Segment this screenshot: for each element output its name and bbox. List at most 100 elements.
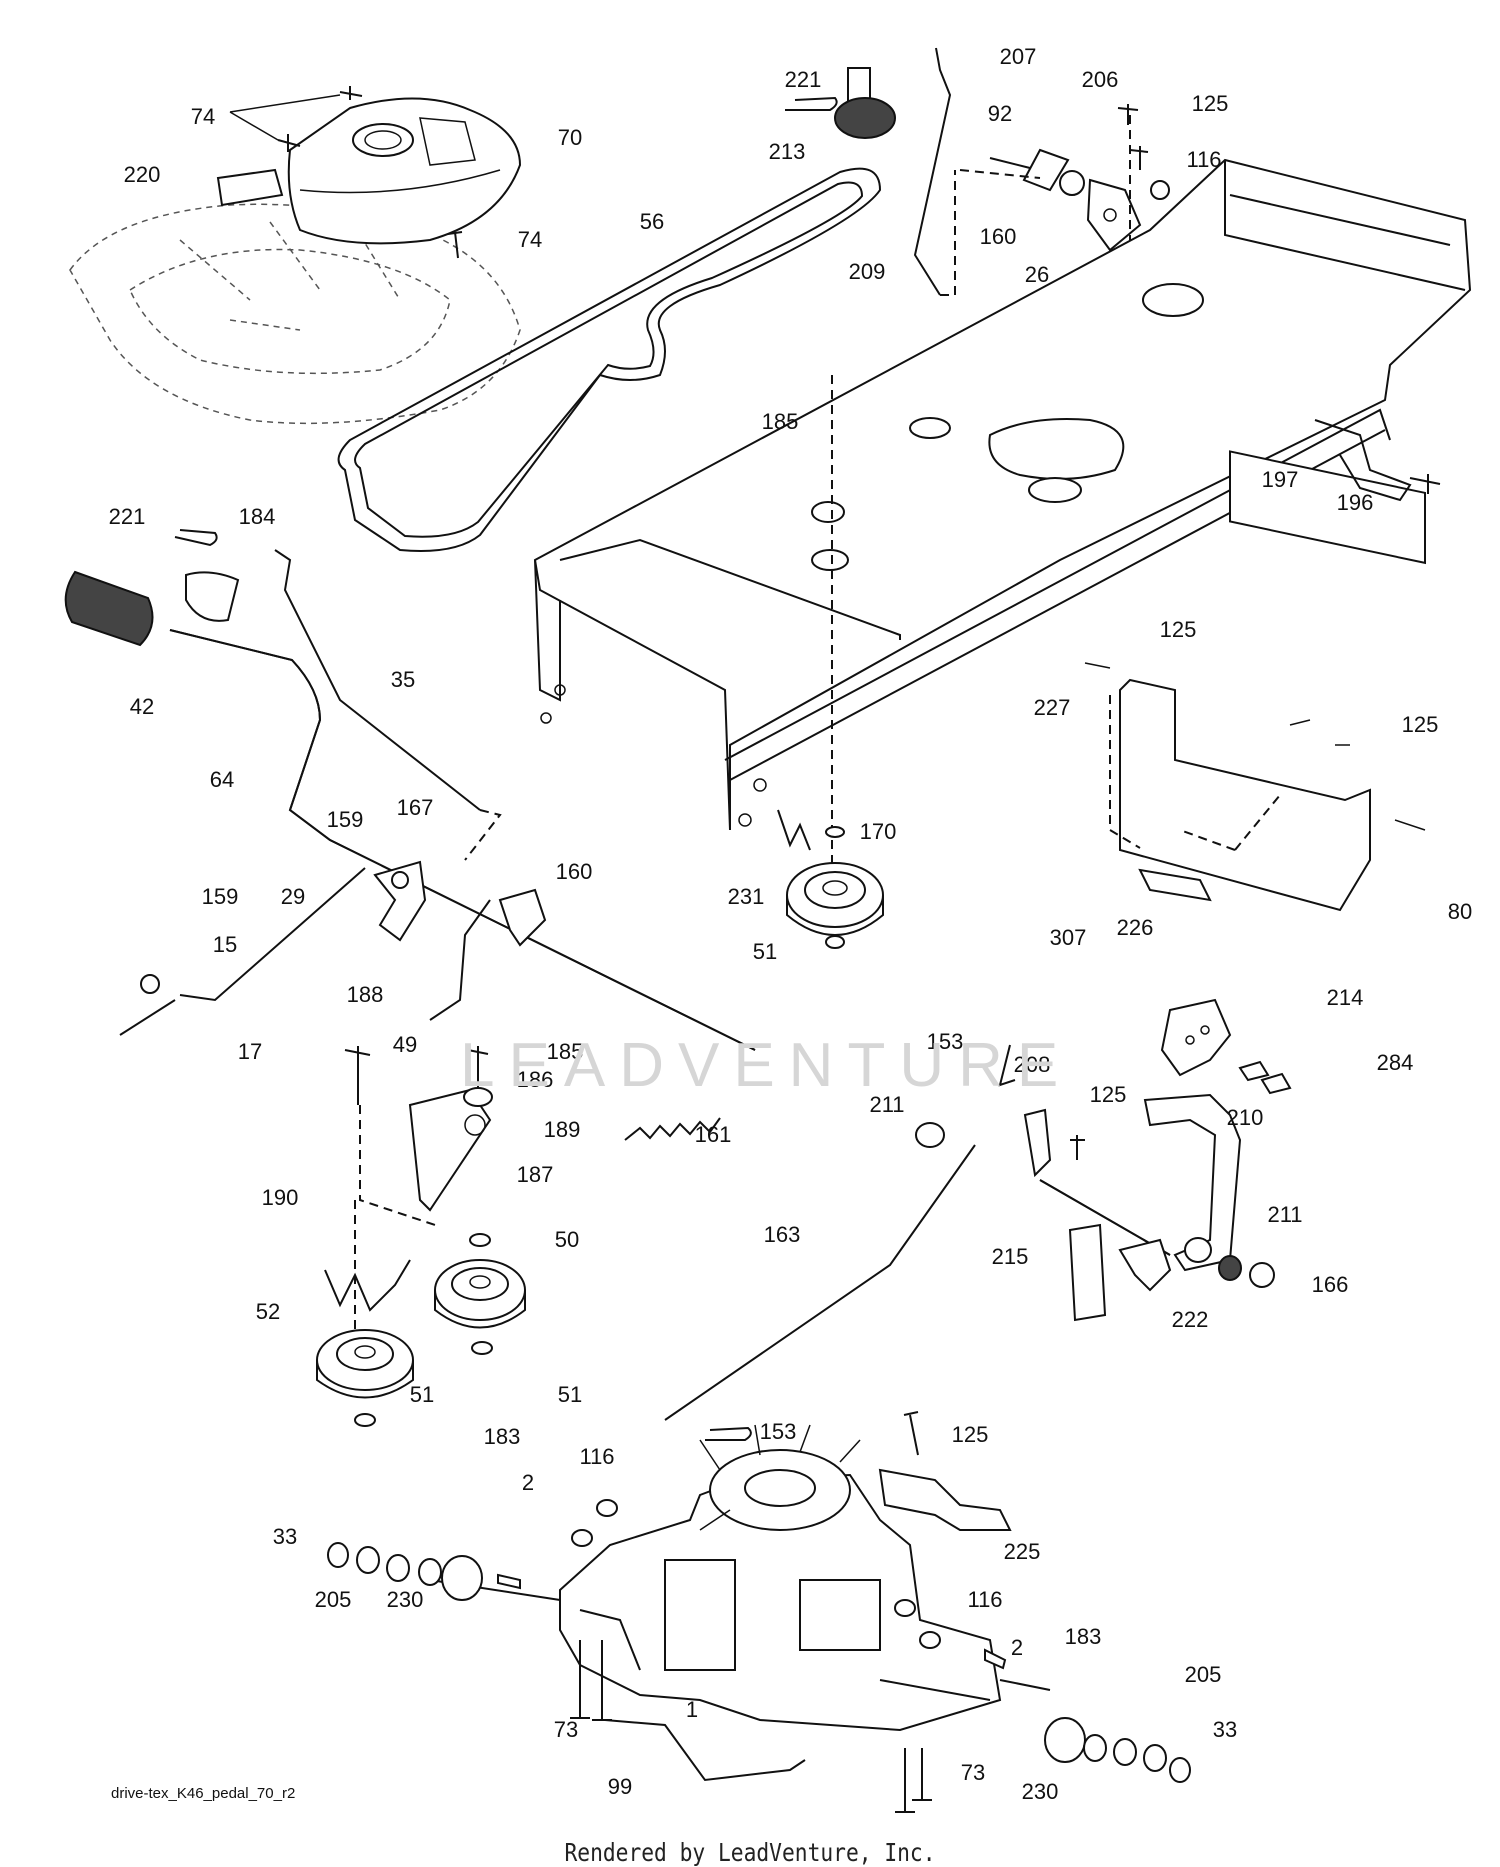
- drive-belt-56: [337, 167, 882, 552]
- callout-188: 188: [346, 982, 384, 1007]
- callout-2: 2: [521, 1470, 535, 1495]
- callout-226: 226: [1116, 915, 1154, 940]
- callout-159: 159: [201, 884, 239, 909]
- knob-213: [785, 67, 896, 139]
- callout-125: 125: [1089, 1082, 1127, 1107]
- callout-225: 225: [1003, 1539, 1041, 1564]
- callout-125: 125: [1401, 712, 1439, 737]
- bolts-74: [229, 86, 463, 259]
- main-frame: [533, 158, 1472, 890]
- callout-42: 42: [129, 694, 155, 719]
- callout-163: 163: [763, 1222, 801, 1247]
- callout-92: 92: [987, 101, 1013, 126]
- idler-pulley-231: [777, 809, 884, 949]
- callout-284: 284: [1376, 1050, 1414, 1075]
- callout-220: 220: [123, 162, 161, 187]
- callout-307: 307: [1049, 925, 1087, 950]
- callout-49: 49: [392, 1032, 418, 1057]
- knob-184: [174, 529, 240, 622]
- callout-51: 51: [557, 1382, 583, 1407]
- pad-220: [216, 168, 284, 207]
- bracket-207: [959, 104, 1170, 420]
- callout-15: 15: [212, 932, 238, 957]
- callout-210: 210: [1226, 1105, 1264, 1130]
- callout-205: 205: [314, 1587, 352, 1612]
- drawing-id-label: drive-tex_K46_pedal_70_r2: [111, 1785, 296, 1802]
- callout-99: 99: [607, 1774, 633, 1799]
- callout-213: 213: [768, 139, 806, 164]
- callout-1: 1: [685, 1697, 699, 1722]
- watermark-text: LEADVENTURE: [460, 1031, 1073, 1100]
- rod-29: [119, 867, 366, 1036]
- callout-185: 185: [546, 1039, 584, 1064]
- callout-197: 197: [1261, 467, 1299, 492]
- rod-64: [169, 629, 756, 1051]
- clip-153: [705, 1426, 752, 1441]
- callout-33: 33: [1212, 1717, 1238, 1742]
- rod-35: [274, 549, 502, 861]
- callout-64: 64: [209, 767, 235, 792]
- footer-credit: Rendered by LeadVenture, Inc.: [564, 1838, 936, 1867]
- callout-73: 73: [960, 1760, 986, 1785]
- callout-166: 166: [1311, 1272, 1349, 1297]
- callout-183: 183: [483, 1424, 521, 1449]
- rod-188: [429, 899, 491, 1021]
- lever-bracket-160: [373, 860, 547, 947]
- callout-17: 17: [237, 1039, 263, 1064]
- callout-190: 190: [261, 1185, 299, 1210]
- bracket-80: [1084, 662, 1426, 912]
- callout-209: 209: [848, 259, 886, 284]
- callout-208: 208: [1013, 1052, 1051, 1077]
- callout-211: 211: [869, 1092, 905, 1117]
- callout-74: 74: [517, 227, 543, 252]
- callout-230: 230: [386, 1587, 424, 1612]
- callout-205: 205: [1184, 1662, 1222, 1687]
- fender-pod-70: [287, 97, 522, 245]
- axle-hardware: [327, 1542, 1191, 1783]
- callout-196: 196: [1336, 490, 1374, 515]
- bracket-189: [344, 1046, 493, 1226]
- callout-125: 125: [1191, 91, 1229, 116]
- callout-185: 185: [761, 409, 799, 434]
- callout-50: 50: [554, 1227, 580, 1252]
- callout-74: 74: [190, 104, 216, 129]
- callout-187: 187: [516, 1162, 554, 1187]
- callout-73: 73: [553, 1717, 579, 1742]
- callout-56: 56: [639, 209, 665, 234]
- lever-209: [913, 47, 956, 296]
- callout-161: 161: [694, 1122, 732, 1147]
- callout-29: 29: [280, 884, 306, 909]
- callout-160: 160: [979, 224, 1017, 249]
- pulley-50: [434, 1233, 526, 1355]
- callout-222: 222: [1171, 1307, 1209, 1332]
- pedal-rod-197: [1314, 419, 1441, 502]
- bracket-206: [1086, 178, 1142, 252]
- callout-70: 70: [557, 125, 583, 150]
- callout-230: 230: [1021, 1779, 1059, 1804]
- plate-214: [1160, 998, 1292, 1095]
- callout-231: 231: [727, 884, 765, 909]
- callout-160: 160: [555, 859, 593, 884]
- transaxle-1: [429, 1424, 1051, 1732]
- grip-42: [64, 570, 154, 647]
- callout-52: 52: [255, 1299, 281, 1324]
- callout-125: 125: [1159, 617, 1197, 642]
- callout-183: 183: [1064, 1624, 1102, 1649]
- callout-116: 116: [1186, 147, 1222, 172]
- callout-80: 80: [1447, 899, 1473, 924]
- rod-99: [604, 1719, 806, 1782]
- callout-51: 51: [752, 939, 778, 964]
- washers-211-222-166: [915, 1044, 1275, 1288]
- rod-163: [664, 1144, 976, 1421]
- callout-116: 116: [967, 1587, 1003, 1612]
- callout-51: 51: [409, 1382, 435, 1407]
- callout-189: 189: [543, 1117, 581, 1142]
- callout-207: 207: [999, 44, 1037, 69]
- callout-2: 2: [1010, 1635, 1024, 1660]
- callout-26: 26: [1024, 262, 1050, 287]
- callout-116: 116: [579, 1444, 615, 1469]
- callout-170: 170: [859, 819, 897, 844]
- callout-221: 221: [784, 67, 822, 92]
- callout-153: 153: [759, 1419, 797, 1444]
